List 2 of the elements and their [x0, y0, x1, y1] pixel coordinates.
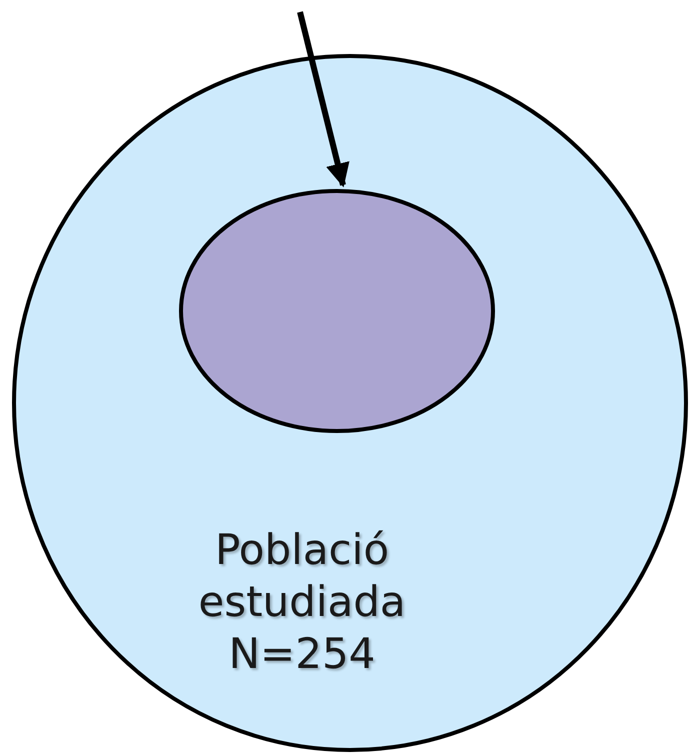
arrow — [297, 11, 350, 188]
population-label: Població estudiada N=254 — [197, 524, 407, 680]
